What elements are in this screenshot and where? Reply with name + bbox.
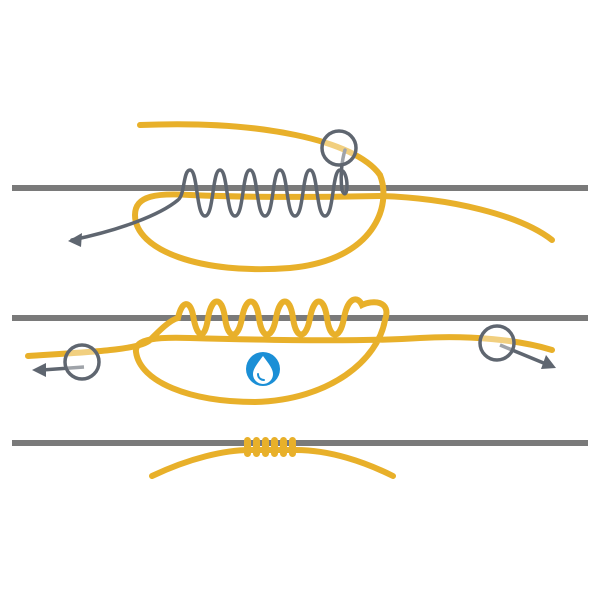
step-3-group <box>12 437 588 479</box>
step-2-left-arrow-line <box>41 365 85 372</box>
step-2-right-circle-marker-icon <box>478 324 516 362</box>
step-1-circle-marker-icon <box>320 129 358 167</box>
step-2-right-arrow-line <box>499 343 547 366</box>
step-2-left-circle-marker-icon <box>63 343 101 381</box>
step-1-arrow-head <box>68 233 82 247</box>
step-2-right-arrow-head <box>541 355 556 369</box>
step-1-group <box>12 121 588 273</box>
step-2-group <box>12 296 588 406</box>
step-2-tag-line <box>25 296 555 406</box>
step-1-wrap-line <box>70 148 349 242</box>
step-1-tag-line <box>131 121 555 273</box>
step-3-finished-wraps <box>244 437 296 457</box>
water-drop-icon <box>246 352 280 386</box>
step-2-left-arrow-head <box>32 363 46 377</box>
